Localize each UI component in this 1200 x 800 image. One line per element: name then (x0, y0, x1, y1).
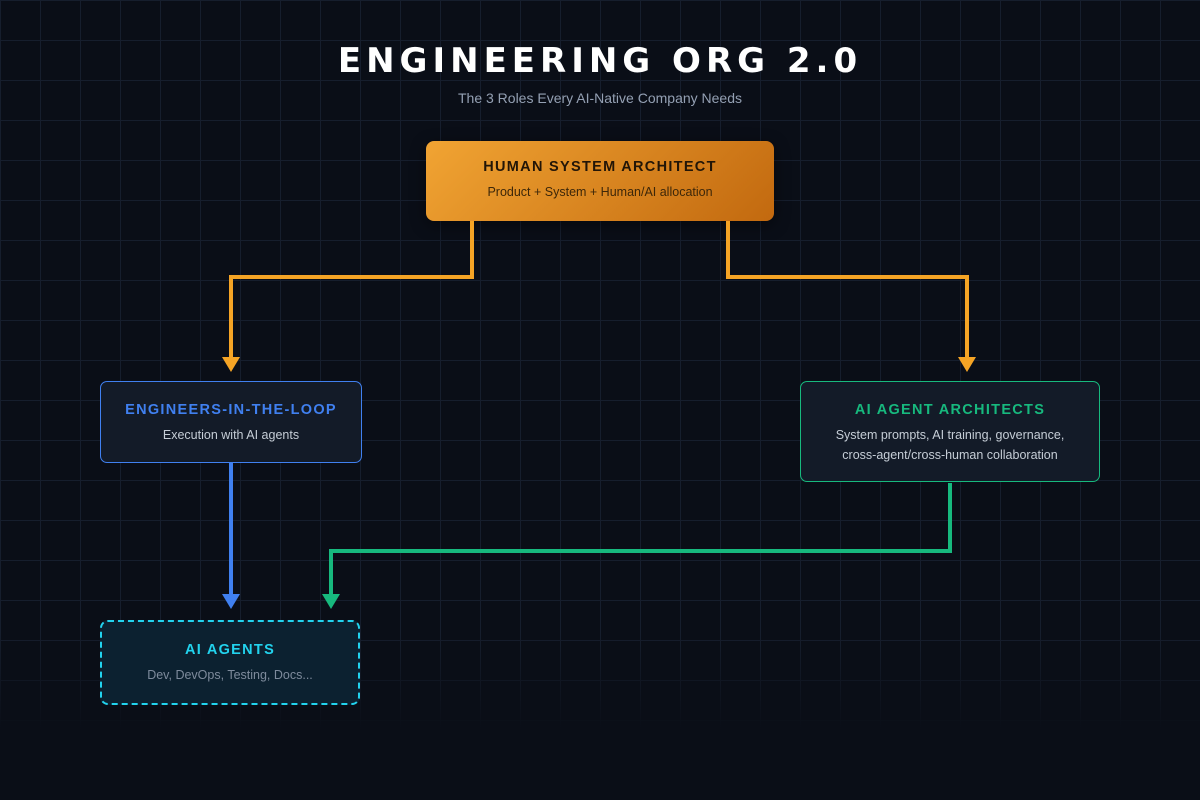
node-ai-agents: AI AGENTS Dev, DevOps, Testing, Docs... (100, 620, 360, 705)
node-ai-agent-architects-title: AI AGENT ARCHITECTS (854, 402, 1046, 418)
grid-background (0, 0, 1200, 732)
edge-architects-to-agents-segment (329, 549, 333, 595)
node-human-system-architect: HUMAN SYSTEM ARCHITECT Product + System … (426, 141, 774, 221)
node-human-system-architect-subtitle: Product + System + Human/AI allocation (487, 185, 713, 199)
node-ai-agent-architects-subtitle: System prompts, AI training, governance,… (835, 428, 1065, 462)
arrow-down-icon (958, 357, 976, 372)
node-engineers-in-the-loop-subtitle: Execution with AI agents (162, 428, 300, 442)
edge-root-to-engineers-segment (229, 275, 474, 279)
page-subtitle: The 3 Roles Every AI-Native Company Need… (457, 90, 742, 106)
arrow-down-icon (222, 594, 240, 609)
page-title: ENGINEERING ORG 2.0 (337, 41, 863, 81)
node-engineers-in-the-loop-title: ENGINEERS-IN-THE-LOOP (125, 402, 337, 418)
edge-architects-to-agents-segment (948, 483, 952, 553)
node-human-system-architect-title: HUMAN SYSTEM ARCHITECT (483, 159, 717, 175)
node-ai-agents-title: AI AGENTS (184, 642, 276, 658)
edge-root-to-architects-segment (726, 275, 969, 279)
node-engineers-in-the-loop: ENGINEERS-IN-THE-LOOP Execution with AI … (100, 381, 362, 463)
edge-root-to-engineers-segment (470, 221, 474, 277)
arrow-down-icon (322, 594, 340, 609)
edge-root-to-architects-segment (965, 275, 969, 358)
edge-engineers-to-agents-segment (229, 463, 233, 595)
edge-root-to-architects-segment (726, 221, 730, 277)
node-ai-agents-subtitle: Dev, DevOps, Testing, Docs... (147, 668, 313, 682)
edge-root-to-engineers-segment (229, 275, 233, 358)
node-ai-agent-architects: AI AGENT ARCHITECTS System prompts, AI t… (800, 381, 1100, 482)
edge-architects-to-agents-segment (329, 549, 952, 553)
arrow-down-icon (222, 357, 240, 372)
